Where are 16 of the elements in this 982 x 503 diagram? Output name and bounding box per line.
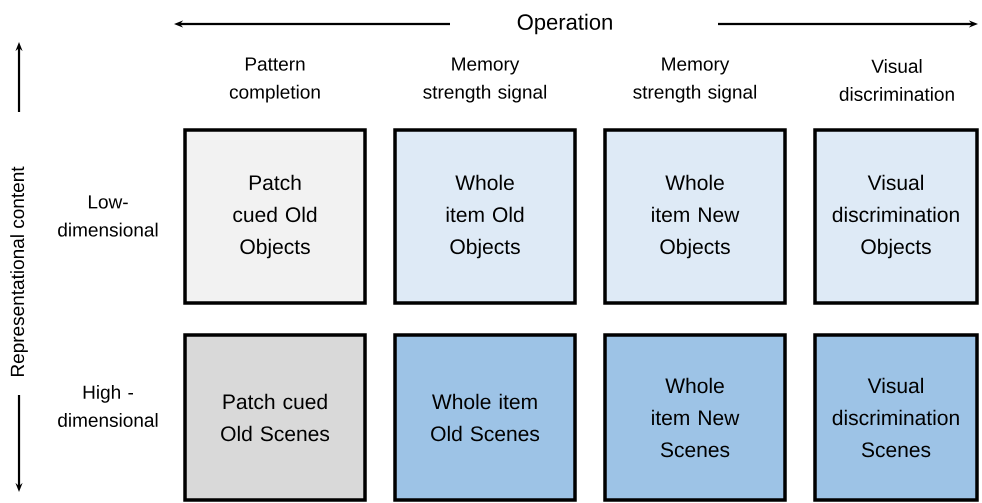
column-header: Visual discrimination — [840, 59, 954, 101]
row-header: Low- dimensional — [58, 195, 158, 237]
column-header: Memory strength signal — [423, 58, 546, 102]
axis-title: Representational content — [10, 166, 28, 376]
grid-box: Whole item New Scenes — [603, 333, 787, 502]
grid-box: Whole item Old Scenes — [393, 333, 577, 502]
grid-box: Visual discrimination Objects — [813, 128, 979, 305]
grid-box: Patch cued Old Scenes — [183, 333, 367, 502]
axis-title: Operation — [518, 14, 612, 34]
column-header: Pattern completion — [230, 58, 320, 102]
grid-box: Patch cued Old Objects — [183, 128, 367, 305]
row-header: High - dimensional — [58, 385, 158, 427]
grid-box: Whole item New Objects — [603, 128, 787, 305]
column-header: Memory strength signal — [633, 58, 756, 102]
grid-box: Whole item Old Objects — [393, 128, 577, 305]
grid-box: Visual discrimination Scenes — [813, 333, 979, 502]
